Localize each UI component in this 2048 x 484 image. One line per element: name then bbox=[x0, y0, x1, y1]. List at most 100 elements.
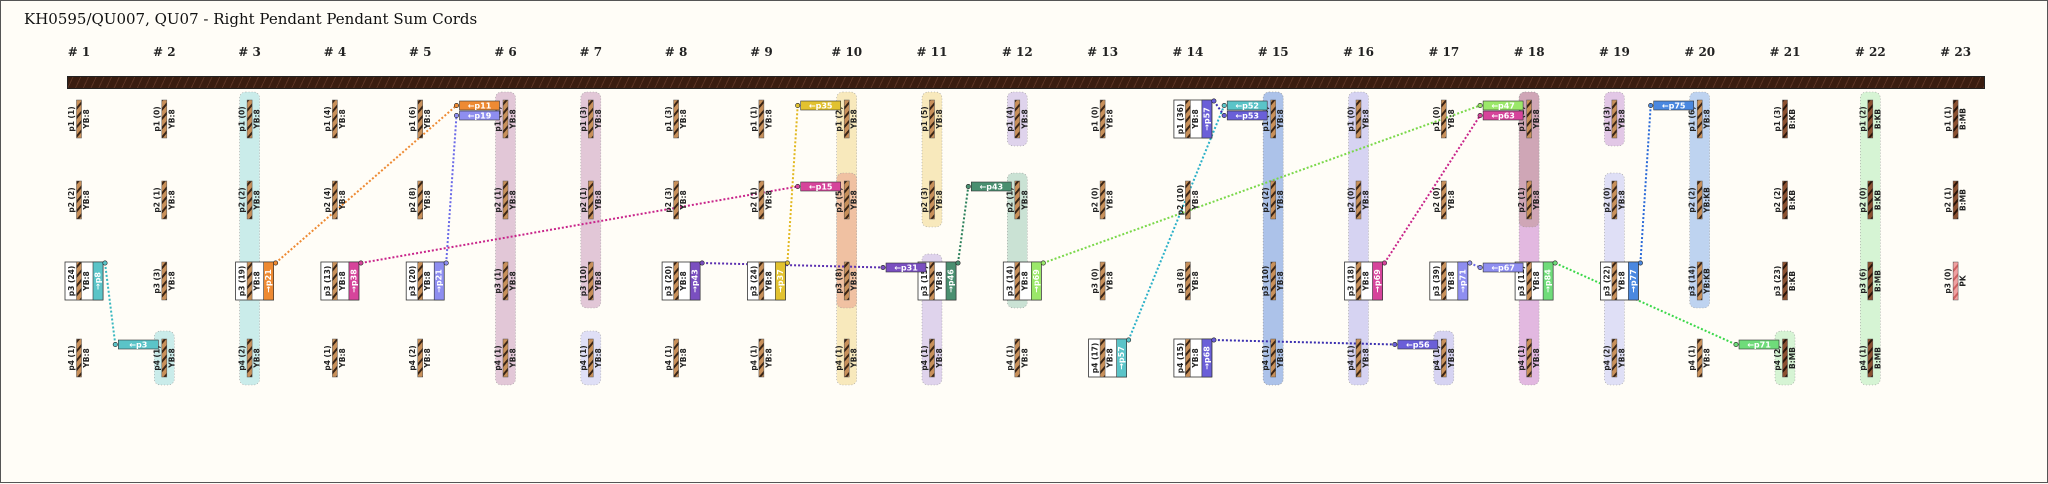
pendant-cord[interactable]: p2 (8)YB:8 bbox=[408, 180, 432, 220]
cord-name: p1 (3) bbox=[1602, 106, 1611, 131]
pendant-cord[interactable]: p4 (2)YB:8 bbox=[238, 338, 262, 378]
pendant-cord[interactable]: p1 (4)YB:8 bbox=[1005, 99, 1029, 139]
pendant-cord[interactable]: p2 (0)YB:8 bbox=[1602, 180, 1626, 220]
pendant-cord[interactable]: p2 (2)YB:8 bbox=[1261, 180, 1285, 220]
pendant-cord[interactable]: p1 (2)YB:8←p35 bbox=[795, 99, 859, 139]
pendant-cord[interactable]: p1 (1)B:MB bbox=[1944, 99, 1968, 139]
pendant-cord[interactable]: p1 (0)YB:8 bbox=[1347, 99, 1371, 139]
pendant-cord[interactable]: p1 (2)B:KB bbox=[1858, 99, 1882, 139]
pendant-cord[interactable]: p1 (1)YB:8 bbox=[67, 99, 91, 139]
pendant-cord[interactable]: p2 (2)YB:8 bbox=[238, 180, 262, 220]
pendant-cord[interactable]: p4 (1)YB:8 bbox=[323, 338, 347, 378]
pendant-cord[interactable]: p2 (3)YB:8 bbox=[920, 180, 944, 220]
cord-name: p2 (8) bbox=[408, 187, 417, 212]
pendant-cord[interactable]: p3 (23)B:KB bbox=[1773, 261, 1797, 301]
pendant-cord[interactable]: p2 (1)YB:8 bbox=[749, 180, 773, 220]
pendant-cord[interactable]: p1 (6)YB:8 bbox=[408, 99, 432, 139]
pendant-cord[interactable]: p3 (14)YB:KB bbox=[1688, 261, 1712, 301]
pendant-cord[interactable]: p1 (0)YB:8 bbox=[152, 99, 176, 139]
pendant-cord[interactable]: p1 (0)YB:8 bbox=[238, 99, 262, 139]
pendant-cord[interactable]: p3 (1)YB:8 bbox=[494, 261, 518, 301]
pendant-cord[interactable]: p4 (1)B:MB bbox=[1858, 338, 1882, 378]
pendant-cord[interactable]: p1 (0)YB:8 bbox=[1091, 99, 1115, 139]
pendant-cord[interactable]: p4 (1)YB:8←p56 bbox=[1392, 338, 1456, 378]
pendant-cord[interactable]: p1 (3)YB:8 bbox=[664, 99, 688, 139]
pendant-cord[interactable]: p1 (1)YB:8 bbox=[749, 99, 773, 139]
column-header: # 17 bbox=[1428, 45, 1460, 59]
pendant-cord[interactable]: p3 (10)YB:8 bbox=[579, 261, 603, 301]
pendant-cord[interactable]: p1 (2)YB:8←p11←p19 bbox=[453, 99, 518, 139]
pendant-cord[interactable]: p3 (8)YB:8 bbox=[1176, 261, 1200, 301]
pendant-cord[interactable]: p2 (1)YB:8 bbox=[1517, 180, 1541, 220]
pendant-cord[interactable]: p4 (1)YB:8 bbox=[1261, 338, 1285, 378]
pendant-cord[interactable]: p2 (3)YB:8 bbox=[664, 180, 688, 220]
pendant-cord[interactable]: p2 (2)YB:KB bbox=[1688, 180, 1712, 220]
pendant-cord[interactable]: p1 (4)YB:8←p52←p53 bbox=[1221, 99, 1285, 139]
pendant-cord[interactable]: p4 (1)YB:8 bbox=[67, 338, 91, 378]
pendant-cord[interactable]: p4 (2)B:MB←p71 bbox=[1733, 338, 1797, 378]
pendant-cord[interactable]: p4 (2)YB:8 bbox=[1602, 338, 1626, 378]
pendant-cord[interactable]: p2 (0)B:KB bbox=[1858, 180, 1882, 220]
pendant-cord[interactable]: p1 (3)YB:8 bbox=[579, 99, 603, 139]
pendant-cord[interactable]: p3 (0)PK bbox=[1944, 261, 1968, 301]
pendant-cord[interactable]: p4 (1)YB:8 bbox=[749, 338, 773, 378]
pendant-cord[interactable]: p4 (1)YB:8 bbox=[1347, 338, 1371, 378]
pendant-cord[interactable]: p4 (1)YB:8 bbox=[835, 338, 859, 378]
pendant-cord[interactable]: p2 (1)YB:8 bbox=[579, 180, 603, 220]
pendant-cord[interactable]: p2 (1)YB:8 bbox=[152, 180, 176, 220]
sum-link bbox=[445, 115, 458, 264]
pendant-cord[interactable]: p2 (10)YB:8 bbox=[1176, 180, 1200, 220]
pendant-cord[interactable]: p2 (1)YB:8←p43 bbox=[965, 180, 1029, 220]
pendant-cord[interactable]: p1 (3)YB:8 bbox=[1602, 99, 1626, 139]
pendant-cord[interactable]: p1 (2)YB:8←p47←p63 bbox=[1477, 99, 1541, 139]
pendant-cord[interactable]: p3 (8)YB:8 bbox=[835, 261, 859, 301]
pendant-cord[interactable]: p1 (4)YB:8 bbox=[323, 99, 347, 139]
cord-name: p2 (1) bbox=[1517, 187, 1526, 212]
pendant-cord[interactable]: p4 (2)YB:8 bbox=[408, 338, 432, 378]
pendant-cord[interactable]: p2 (1)YB:8 bbox=[494, 180, 518, 220]
pendant-cord[interactable]: p2 (0)YB:8 bbox=[1347, 180, 1371, 220]
pendant-cord[interactable]: p4 (1)YB:8 bbox=[664, 338, 688, 378]
pendant-cord[interactable]: p2 (5)YB:8←p15 bbox=[795, 180, 859, 220]
pendant-cord[interactable]: p4 (1)YB:8 bbox=[920, 338, 944, 378]
pendant-cord[interactable]: p2 (2)YB:8 bbox=[67, 180, 91, 220]
pendant-cord[interactable]: p4 (1)YB:8←p3 bbox=[112, 338, 176, 378]
pendant-cord[interactable]: p3 (6)B:MB bbox=[1858, 261, 1882, 301]
pendant-cord[interactable]: p1 (6)YB:8←p75 bbox=[1648, 99, 1712, 139]
pendant-cord[interactable]: p4 (1)YB:8 bbox=[494, 338, 518, 378]
pendant-cord[interactable]: p3 (3)YB:8 bbox=[152, 261, 176, 301]
pendant-cord[interactable]: p1 (3)B:KB bbox=[1773, 99, 1797, 139]
pendant-cord[interactable]: p1 (5)YB:8 bbox=[920, 99, 944, 139]
pendant-cord[interactable]: p3 (10)YB:8 bbox=[1261, 261, 1285, 301]
cord-color: B:MB bbox=[1873, 270, 1882, 292]
pendant-cord[interactable]: p2 (4)YB:8 bbox=[323, 180, 347, 220]
pendant-cord[interactable]: p3 (0)YB:8 bbox=[1091, 261, 1115, 301]
pendant-cord[interactable]: p2 (0)YB:8 bbox=[1432, 180, 1456, 220]
pendant-cord[interactable]: p4 (1)YB:8 bbox=[579, 338, 603, 378]
pendant-cord[interactable]: p4 (1)YB:8 bbox=[1517, 338, 1541, 378]
pendant-cord[interactable]: p4 (1)YB:8 bbox=[1688, 338, 1712, 378]
cord-color: YB:8 bbox=[1020, 271, 1029, 291]
pendant-cord[interactable]: p2 (1)B:MB bbox=[1944, 180, 1968, 220]
pendant-cord[interactable]: p4 (1)YB:8 bbox=[1005, 338, 1029, 378]
cord-color: YB:8 bbox=[338, 109, 347, 129]
pendant-cord[interactable]: p2 (0)YB:8 bbox=[1091, 180, 1115, 220]
link-dot bbox=[273, 260, 279, 266]
pendant-cord[interactable]: p1 (0)YB:8 bbox=[1432, 99, 1456, 139]
pendant-cord[interactable]: p2 (2)B:KB bbox=[1773, 180, 1797, 220]
